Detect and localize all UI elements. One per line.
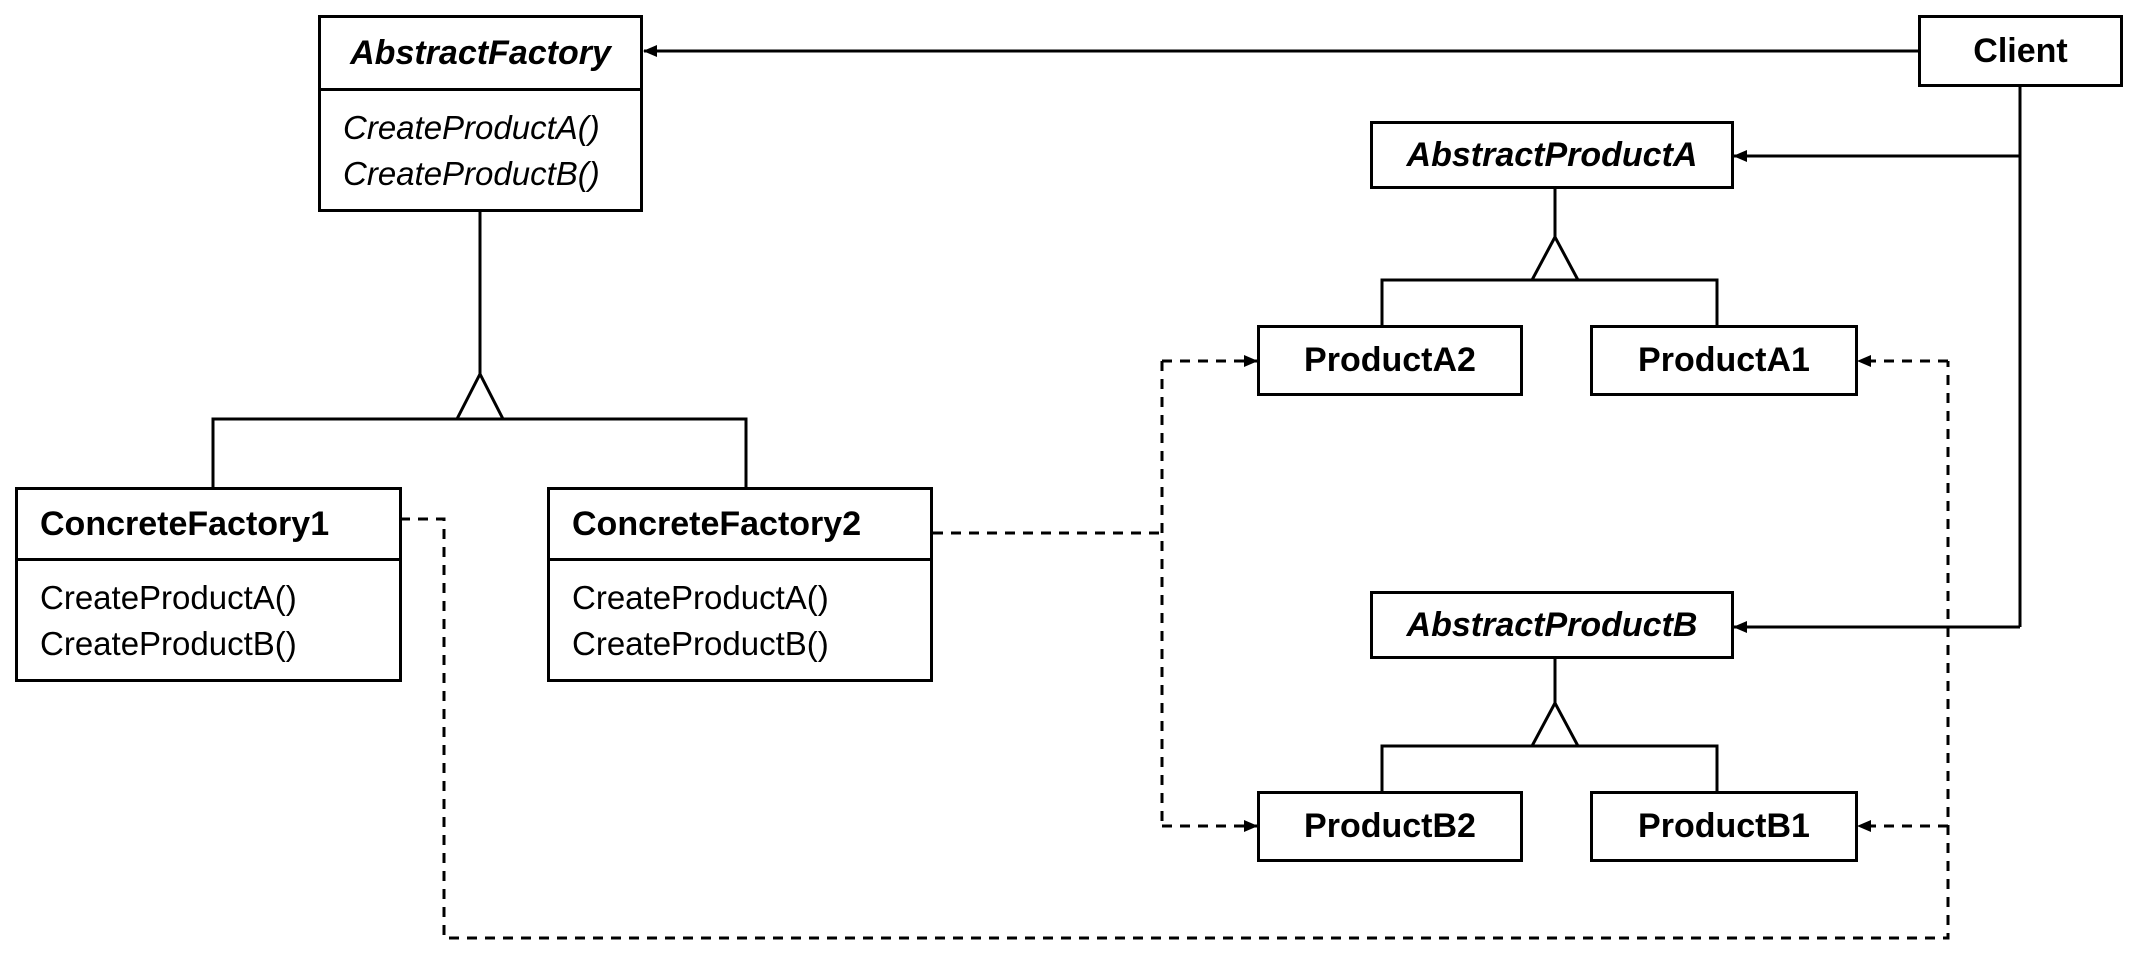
concretefactory1-name: ConcreteFactory1 <box>40 504 330 543</box>
concretefactory1-operations: CreateProductA() CreateProductB() <box>18 558 399 682</box>
concretefactory1-op-create-a: CreateProductA() <box>40 579 297 616</box>
abstractfactory-op-create-b: CreateProductB() <box>343 155 600 192</box>
abstractfactory-op-create-a: CreateProductA() <box>343 109 600 146</box>
concretefactory1-class: ConcreteFactory1 CreateProductA() Create… <box>15 487 402 682</box>
productb2-class: ProductB2 <box>1257 791 1523 862</box>
abstractfactory-name: AbstractFactory <box>350 33 611 72</box>
concretefactory2-dependency <box>933 355 1258 832</box>
producta-inheritance-connector <box>1380 188 1719 325</box>
concretefactory2-class: ConcreteFactory2 CreateProductA() Create… <box>547 487 933 682</box>
concretefactory1-op-create-b: CreateProductB() <box>40 625 297 662</box>
abstractfactory-operations: CreateProductA() CreateProductB() <box>321 88 640 212</box>
concretefactory1-dependency <box>400 355 1950 940</box>
producta2-class: ProductA2 <box>1257 325 1523 396</box>
client-class: Client <box>1918 15 2123 87</box>
concretefactory2-op-create-b: CreateProductB() <box>572 625 829 662</box>
abstractproducta-class: AbstractProductA <box>1370 121 1734 189</box>
concretefactory2-operations: CreateProductA() CreateProductB() <box>550 558 930 682</box>
factory-inheritance-connector <box>211 212 748 487</box>
abstractfactory-class: AbstractFactory CreateProductA() CreateP… <box>318 15 643 212</box>
abstractproductb-class: AbstractProductB <box>1370 591 1734 659</box>
producta1-class: ProductA1 <box>1590 325 1858 396</box>
productb-inheritance-connector <box>1380 658 1719 791</box>
productb1-class: ProductB1 <box>1590 791 1858 862</box>
concretefactory2-name: ConcreteFactory2 <box>572 504 862 543</box>
concretefactory2-op-create-a: CreateProductA() <box>572 579 829 616</box>
